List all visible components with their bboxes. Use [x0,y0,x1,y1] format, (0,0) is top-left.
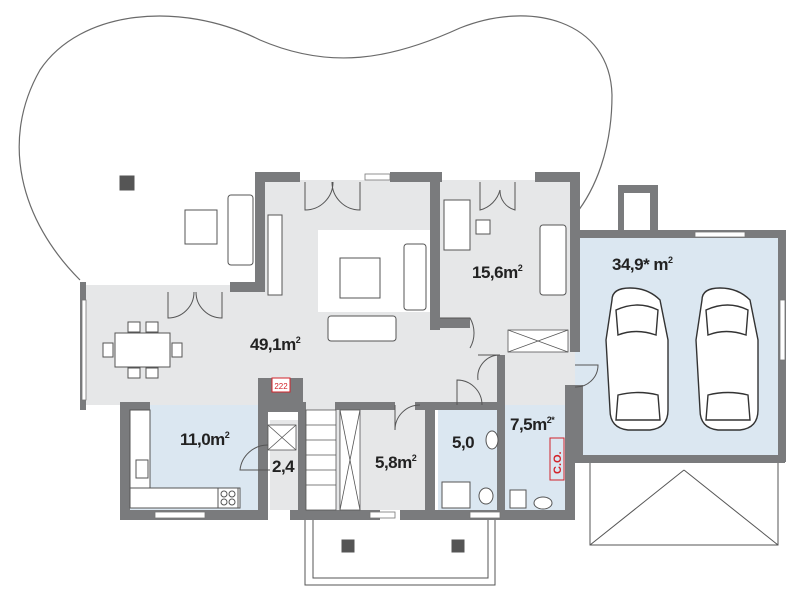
furniture [102,175,779,586]
doors [167,181,599,471]
stove-icon [217,487,239,509]
room-area-kitchen: 11,0m2 [180,430,230,449]
boiler-label: C.O. [552,451,564,474]
room-area-pantry: 2,4 [272,457,295,476]
car-icon [605,287,669,431]
room-area-utility: 7,5m2* [510,415,555,434]
bathtub-icon [441,481,471,509]
terrace-outline [18,15,613,281]
room-area-bathroom: 5,0 [452,433,474,452]
svg-text:222: 222 [274,382,288,391]
staircase [305,409,361,511]
room-area-living: 49,1m2 [250,335,301,354]
fireplace-icon: 222 [271,377,291,393]
cabinets [267,329,569,451]
room-area-garage: 34,9* m2 [612,255,673,274]
windows [81,173,786,519]
table-icon [114,332,171,368]
sink-icon [485,430,499,450]
room-area-bedroom: 15,6m2 [472,263,523,282]
sofa-icon [227,194,254,266]
car-icon [695,287,759,431]
room-area-hall: 5,8m2 [375,453,417,472]
toilet-icon [478,487,494,505]
